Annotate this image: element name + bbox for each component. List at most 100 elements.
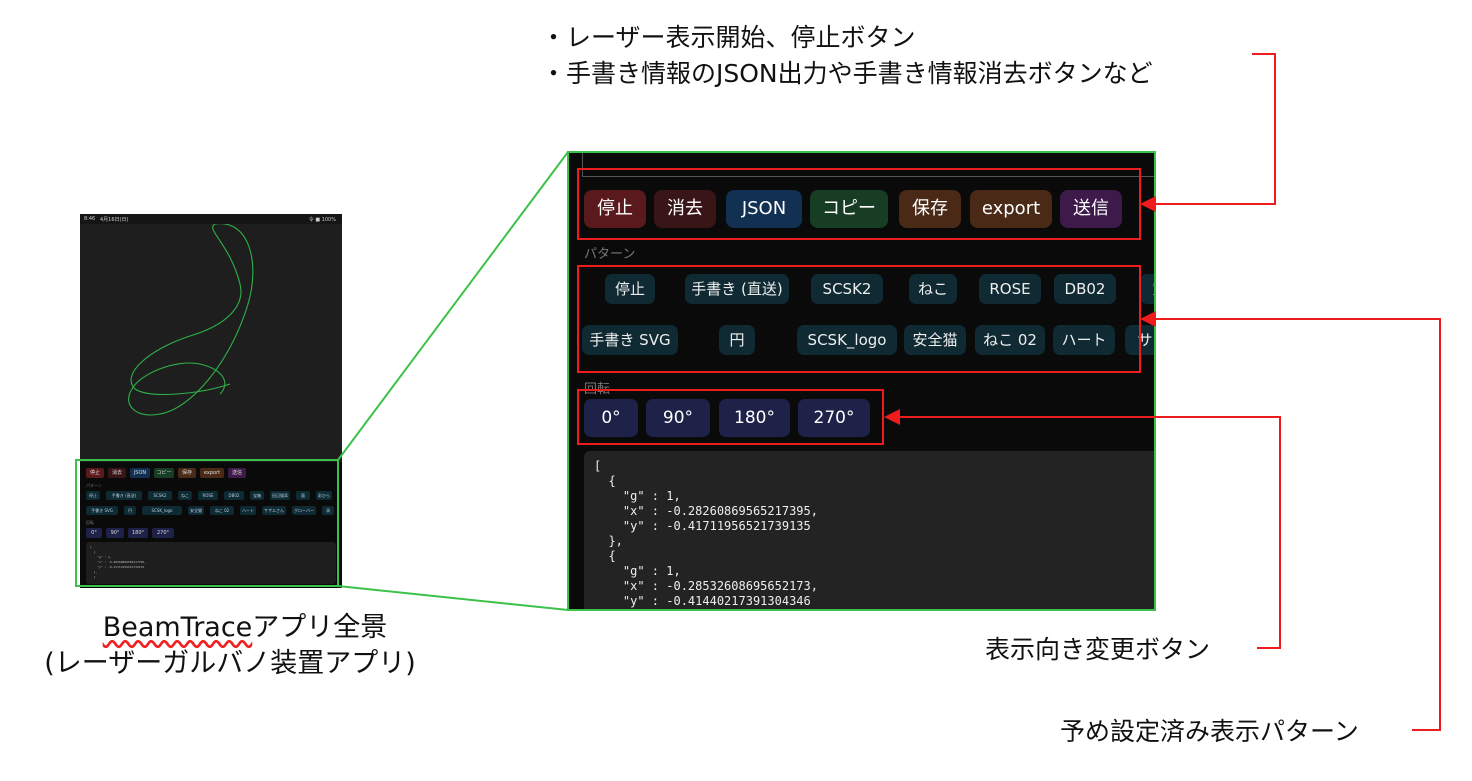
json-output: [ { "g" : 1, "x" : -0.28260869565217395,… [584,451,1155,610]
mini-rotation-label: 回転 [86,520,94,525]
save-button[interactable]: 保存 [899,190,961,228]
pattern-button[interactable]: DB02 [1054,274,1116,304]
mini-pattern-label: パターン [86,483,102,488]
mini-json-line: "x" : -0.28260869565217395, [90,560,146,564]
mini-rotate-button[interactable]: 90° [106,528,124,538]
mini-pattern-button[interactable]: 手書き SVG [86,506,118,515]
annotation-patterns: 予め設定済み表示パターン [1060,717,1359,746]
mini-pattern-button[interactable]: 宝箱 [250,491,264,500]
mini-json-line: { [90,550,96,554]
mini-pattern-button[interactable]: 田辺猫耳 [270,491,290,500]
annotation-rotation: 表示向き変更ボタン [985,635,1211,664]
stop-button[interactable]: 停止 [584,190,646,228]
pattern-button[interactable]: ねこ [909,274,957,304]
patterns-callout [1140,311,1441,731]
mini-control-button[interactable]: export [200,468,224,478]
json-line: { [594,474,616,488]
pattern-button[interactable]: 停止 [605,274,655,304]
mini-pattern-button[interactable]: ハート [240,506,256,515]
json-line: "y" : -0.41711956521739135 [594,519,811,533]
mini-pattern-button[interactable]: 渦 [322,506,334,515]
json-line: "x" : -0.28532608695652173, [594,579,818,593]
mini-json-line: { [90,575,96,579]
mini-pattern-button[interactable]: ROSE [198,491,218,500]
json-line: "x" : -0.28260869565217395, [594,504,818,518]
mini-pattern-button[interactable]: サザエさん [262,506,286,515]
pattern-button[interactable]: 手書き SVG [582,325,678,355]
rotate-90-button[interactable]: 90° [646,399,710,437]
connector-line-top [337,151,569,461]
annotation-controls-line1: ・レーザー表示開始、停止ボタン [541,23,916,52]
rotate-270-button[interactable]: 270° [798,399,870,437]
mini-control-button[interactable]: JSON [130,468,150,478]
status-time: 8:46 [84,216,96,222]
mini-json-line: "g" : 1, [90,555,112,559]
pattern-button[interactable]: 安全猫 [904,325,966,355]
pattern-label: パターン [584,247,636,262]
rotation-callout [884,409,1281,649]
mini-pattern-button[interactable]: ねこ 02 [210,506,234,515]
drawing-canvas[interactable] [80,223,342,469]
rotate-0-button[interactable]: 0° [584,399,638,437]
mini-control-button[interactable]: 消去 [108,468,126,478]
status-battery: 令 ■ 100% [308,217,336,223]
app-name: BeamTrace [102,612,253,643]
copy-button[interactable]: コピー [810,190,888,228]
mini-pattern-button[interactable]: SCSK2 [148,491,172,500]
mini-pattern-button[interactable]: 彩ひら [316,491,332,500]
canvas-edge [582,152,1155,177]
json-line: [ [594,459,602,473]
pattern-button[interactable]: SCSK_logo [797,325,897,355]
json-line: "g" : 1, [594,564,681,578]
json-line: }, [594,534,623,548]
pattern-button[interactable]: ハート [1053,325,1115,355]
overview-caption-line1: BeamTraceアプリ全景 [60,610,430,646]
rotate-180-button[interactable]: 180° [719,399,790,437]
connector-line-bottom [337,585,569,611]
clear-button[interactable]: 消去 [654,190,716,228]
pattern-button[interactable]: ROSE [979,274,1041,304]
export-button[interactable]: export [970,190,1052,228]
mini-json-output: [ { "g" : 1, "x" : -0.28260869565217395,… [86,542,336,584]
zoom-frame [567,151,1156,611]
mini-json-line: [ [90,545,92,549]
mini-pattern-button[interactable]: 停止 [86,491,100,500]
pattern-button[interactable]: 手書き (直送) [685,274,789,304]
mini-rotate-button[interactable]: 0° [86,528,102,538]
mini-rotate-button[interactable]: 180° [128,528,148,538]
mini-rotate-button[interactable]: 270° [152,528,174,538]
mini-pattern-button[interactable]: SCSK_logo [142,506,182,515]
json-line: "g" : 1, [594,489,681,503]
overview-caption-line2: (レーザーガルバノ装置アプリ) [44,648,416,679]
status-bar: 8:46 4月16日(日) 令 ■ 100% [80,214,342,224]
handwritten-trace [128,223,254,416]
controls-callout [1140,53,1276,212]
json-line: { [594,549,616,563]
overview-highlight-frame [75,459,339,587]
mini-pattern-button[interactable]: 手書き (直送) [106,491,142,500]
mini-pattern-button[interactable]: ねこ [178,491,192,500]
mini-control-button[interactable]: コピー [154,468,174,478]
status-date: 4月16日(日) [100,217,129,223]
mini-control-button[interactable]: 停止 [86,468,104,478]
mini-control-button[interactable]: 保存 [178,468,196,478]
mini-pattern-button[interactable]: DB02 [224,491,244,500]
mini-json-line: }, [90,570,98,574]
mini-pattern-button[interactable]: 円 [124,506,136,515]
rotation-highlight [577,389,884,445]
mini-pattern-button[interactable]: 安全猫 [188,506,204,515]
send-button[interactable]: 送信 [1060,190,1122,228]
json-button[interactable]: JSON [726,190,802,228]
mini-pattern-button[interactable]: グローバー [292,506,316,515]
pattern-button[interactable]: 宝 [1140,274,1155,304]
pattern-button[interactable]: ねこ 02 [975,325,1045,355]
pattern-button[interactable]: SCSK2 [811,274,883,304]
json-line: "y" : -0.41440217391304346 [594,594,811,608]
mini-pattern-button[interactable]: 菌 [296,491,310,500]
pattern-button[interactable]: 円 [719,325,755,355]
mini-control-button[interactable]: 送信 [228,468,246,478]
